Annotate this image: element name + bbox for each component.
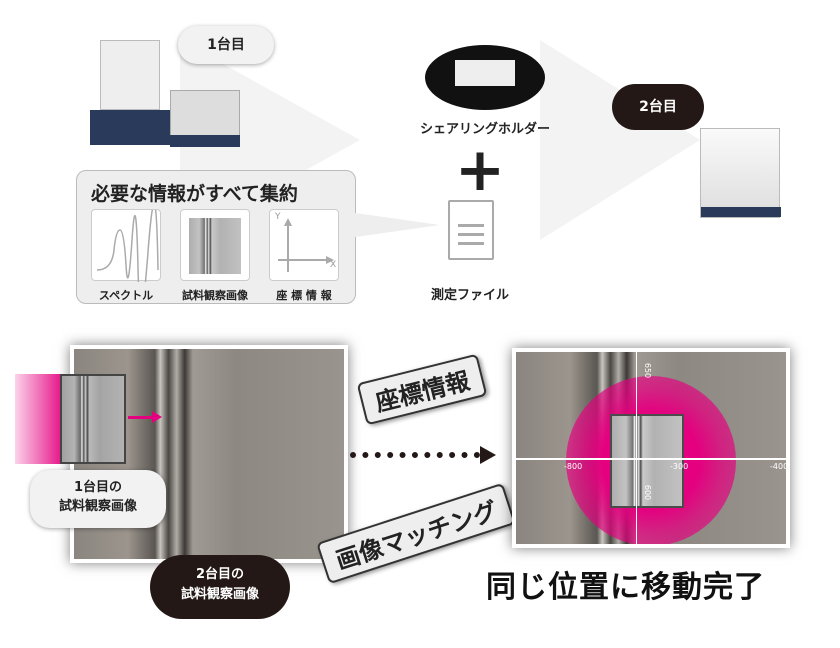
info-box-pointer <box>355 213 440 237</box>
second-image-bubble: 2台目の試料観察画像 <box>150 555 290 619</box>
arrow-right-icon-head <box>152 411 162 423</box>
arrow-chevron <box>540 40 700 240</box>
matched-image: -800 -300 -400 650 600 <box>512 348 790 548</box>
sharing-holder-image <box>425 45 545 110</box>
instrument-2-image <box>700 128 781 218</box>
coordinate-label: 座 標 情 報 <box>276 289 332 302</box>
file-label: 測定ファイル <box>430 288 509 303</box>
first-image-bubble: 1台目の試料観察画像 <box>30 470 166 528</box>
x-tick-label: -300 <box>670 462 689 471</box>
instrument-1-image <box>90 40 250 150</box>
sample-image-label: 試料観察画像 <box>182 289 248 302</box>
y-tick-label: 600 <box>643 484 653 501</box>
sample-image-icon <box>180 209 250 281</box>
pink-gradient-bar <box>15 374 67 464</box>
x-tick-label: -400 <box>770 462 789 471</box>
result-text: 同じ位置に移動完了 <box>486 570 765 605</box>
arrow-head-icon <box>480 446 496 464</box>
x-tick-label: -800 <box>564 462 583 471</box>
spectrum-icon <box>91 203 161 309</box>
instrument-1-bubble: 1台目 <box>178 26 274 64</box>
first-instrument-image <box>60 374 126 464</box>
x-axis-letter: X <box>330 260 337 270</box>
holder-label: シェアリングホルダー <box>419 122 550 137</box>
x-axis-line <box>516 458 786 460</box>
info-box-title: 必要な情報がすべて集約 <box>91 183 298 205</box>
spectrum-label: スペクトル <box>98 289 154 302</box>
y-axis-letter: Y <box>275 212 281 222</box>
tag-coordinate-info: 座標情報 <box>356 353 488 426</box>
y-tick-label: 650 <box>643 362 653 379</box>
info-box: 必要な情報がすべて集約 Y X スペクトル 試料観察画像 座 標 情 報 <box>76 170 356 309</box>
y-axis-line <box>636 352 637 544</box>
dotted-arrow <box>350 452 480 458</box>
arrow-right-icon <box>128 416 154 419</box>
instrument-2-bubble: 2台目 <box>612 84 704 130</box>
xy-axis-icon: Y X <box>269 209 339 281</box>
plus-sign: + <box>454 135 506 205</box>
matched-region <box>610 414 684 508</box>
file-icon <box>448 200 494 260</box>
